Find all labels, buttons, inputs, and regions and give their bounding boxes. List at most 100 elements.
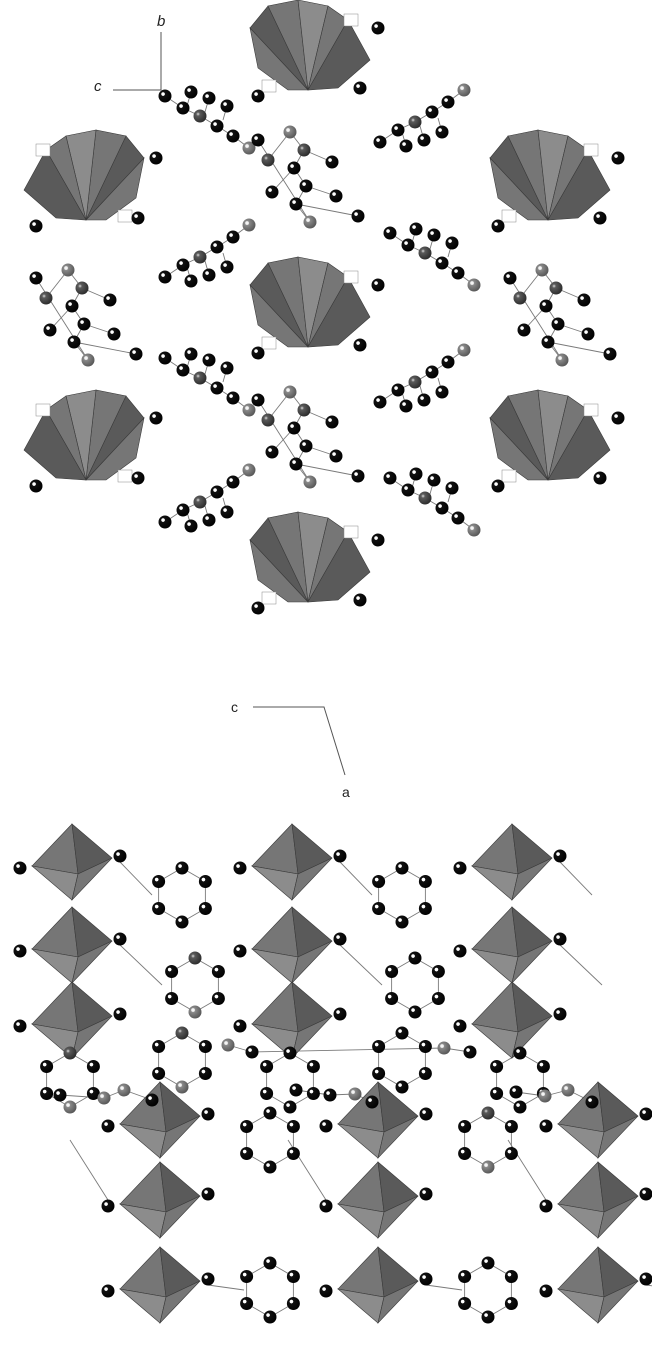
atom (551, 317, 565, 331)
atom (158, 89, 172, 103)
bond (559, 861, 593, 896)
atom (61, 263, 75, 277)
atom (385, 992, 399, 1005)
atom (418, 491, 432, 505)
atom (263, 1106, 277, 1120)
polyhedron-cluster (23, 389, 145, 483)
atom (65, 299, 79, 313)
atom (233, 1019, 247, 1033)
bond (119, 861, 153, 896)
octahedron-face (557, 1161, 605, 1213)
atom (101, 1284, 115, 1298)
atom (43, 323, 57, 337)
atom (463, 1045, 477, 1059)
atom (184, 347, 198, 361)
atom (175, 1080, 189, 1094)
atom (513, 291, 527, 305)
atom (86, 1087, 100, 1100)
polyhedron-face (23, 149, 87, 221)
octahedron (470, 906, 553, 985)
atom (240, 1120, 254, 1133)
atom (149, 151, 163, 165)
octahedron-face (251, 823, 299, 875)
atom (201, 1107, 215, 1121)
atom (107, 327, 121, 341)
octahedron (556, 1081, 639, 1160)
octahedron-face (597, 1195, 639, 1240)
polyhedron-gap (117, 209, 133, 223)
atom (220, 260, 234, 274)
atom (176, 363, 190, 377)
octahedron-face (511, 857, 553, 902)
polyhedron-face (489, 417, 549, 481)
atom (453, 1019, 467, 1033)
atom (261, 153, 275, 167)
atom (451, 266, 465, 280)
octahedron-face (291, 981, 333, 1033)
octahedron-face (597, 1081, 639, 1133)
atom (383, 471, 397, 485)
polyhedron-face (547, 409, 611, 481)
atom (193, 250, 207, 264)
polyhedron-face (85, 417, 145, 481)
atom (435, 501, 449, 515)
atom (289, 1083, 303, 1097)
atom (242, 463, 256, 477)
atom (549, 281, 563, 295)
bond (295, 463, 359, 477)
atom (418, 902, 432, 915)
atom (351, 209, 365, 223)
atom (373, 395, 387, 409)
atoms-top (29, 21, 625, 615)
axis-label-b: b (157, 13, 165, 30)
octahedron-face (337, 1081, 385, 1133)
atom (395, 915, 409, 929)
atom (458, 1147, 472, 1160)
atom (242, 218, 256, 232)
atom (75, 281, 89, 295)
atom (198, 875, 212, 888)
polyhedron-gap (343, 270, 359, 284)
octahedron-face (377, 1246, 419, 1298)
polyhedron-gap (583, 403, 599, 417)
octahedron-face (511, 981, 553, 1033)
bond (73, 341, 137, 355)
atom (445, 481, 459, 495)
polyhedron-cluster (489, 129, 611, 223)
octahedron-face (159, 1115, 201, 1160)
polyhedron-face (85, 157, 145, 221)
polyhedron-face (307, 276, 371, 348)
octahedron-face (597, 1280, 639, 1325)
axis-label-c-top: c (94, 78, 102, 95)
atom (131, 211, 145, 225)
atom (517, 323, 531, 337)
atom (395, 1026, 409, 1040)
atom (202, 91, 216, 105)
atom (458, 1120, 472, 1133)
atom (263, 1310, 277, 1324)
atom (175, 1026, 189, 1040)
atom (226, 129, 240, 143)
octahedron-face (557, 1246, 605, 1298)
atom (131, 471, 145, 485)
atom (453, 944, 467, 958)
polyhedron-face (23, 409, 87, 481)
atom (158, 515, 172, 529)
atom (319, 1119, 333, 1133)
atom (117, 1083, 131, 1097)
atom (504, 1120, 518, 1133)
octahedron-face (291, 1015, 333, 1060)
atom (211, 965, 225, 978)
atom (491, 219, 505, 233)
atom (113, 1007, 127, 1021)
polyhedron-cluster (249, 511, 371, 605)
atom (373, 135, 387, 149)
atom (306, 1087, 320, 1100)
atom (97, 1091, 111, 1105)
polyhedron-gap (35, 143, 51, 157)
atom (319, 1199, 333, 1213)
atom (333, 1007, 347, 1021)
atom (457, 343, 471, 357)
atom (451, 511, 465, 525)
